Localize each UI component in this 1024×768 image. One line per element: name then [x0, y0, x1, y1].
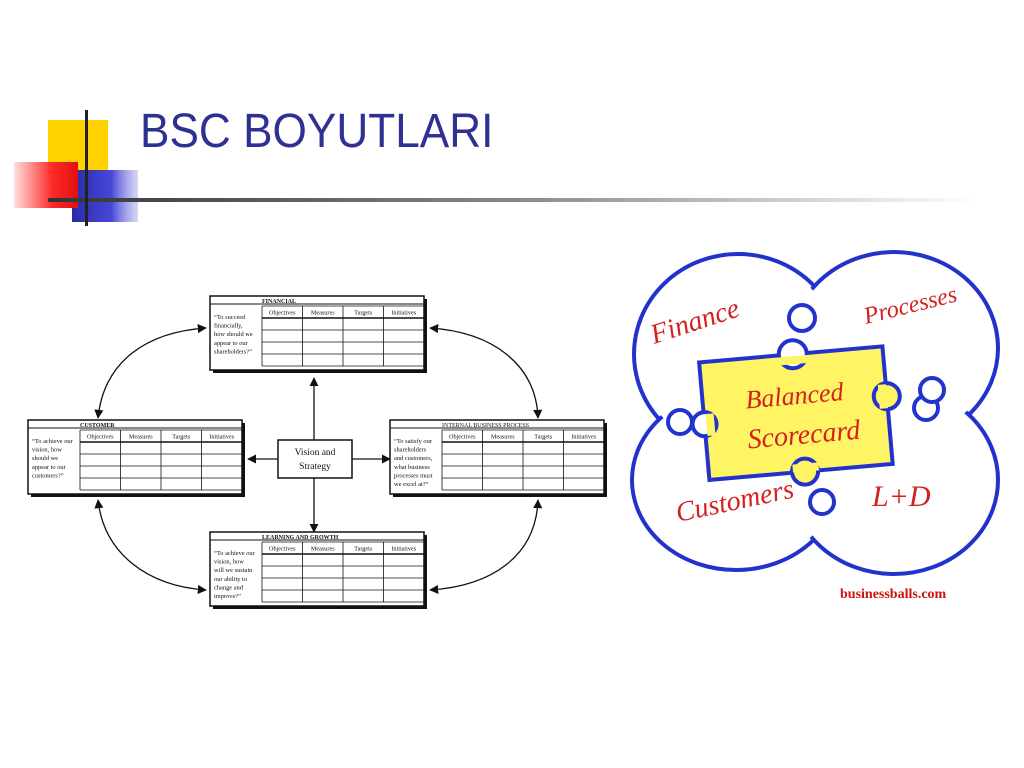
- financial-q: “To succeed financially,how should we appe…: [214, 314, 253, 355]
- customer-header: CUSTOMER: [80, 423, 115, 429]
- financial-question-line: financially,: [214, 323, 243, 330]
- learning-question-line: will we sustain: [214, 567, 253, 574]
- bsc-perspectives-diagram: Vision and Strategy FINANCIAL “To succee…: [27, 295, 607, 609]
- financial-question-line: shareholders?”: [214, 348, 252, 355]
- internal-question-line: shareholders: [394, 447, 427, 454]
- learning-question-line: vision, how: [214, 559, 244, 566]
- column-header-initiatives: Initiatives: [571, 434, 596, 441]
- learning-question-line: improve?”: [214, 593, 241, 600]
- ld-label: L+D: [871, 480, 931, 513]
- arrow-financial-internal: [429, 323, 543, 419]
- internal-question-line: what business: [394, 464, 430, 471]
- financial-question-line: “To succeed: [214, 314, 246, 321]
- column-header-targets: Targets: [534, 434, 553, 441]
- financial-panel: FINANCIAL “To succeed financially,how sho…: [209, 295, 427, 373]
- column-header-objectives: Objectives: [449, 434, 476, 441]
- arrow-learning-internal: [429, 499, 543, 595]
- column-header-measures: Measures: [491, 434, 515, 441]
- internal-question-line: “To satisfy our: [394, 438, 433, 445]
- credit-label: businessballs.com: [840, 587, 947, 602]
- slide-title: BSC BOYUTLARI: [140, 105, 494, 158]
- column-header-initiatives: Initiatives: [391, 310, 416, 317]
- internal-panel: INTERNAL BUSINESS PROCESS “To satisfy ou…: [389, 419, 607, 497]
- column-header-measures: Measures: [311, 546, 335, 553]
- balanced-scorecard-card: Balanced Scorecard: [690, 338, 902, 487]
- balanced-scorecard-puzzle: Balanced Scorecard Finance Processes Cus…: [630, 250, 1000, 602]
- learning-panel: LEARNING AND GROWTH “To achieve our visio…: [209, 531, 427, 609]
- deco-horizontal-rule: [48, 198, 978, 202]
- internal-header: INTERNAL BUSINESS PROCESS: [442, 423, 529, 429]
- learning-header: LEARNING AND GROWTH: [262, 535, 339, 541]
- deco-blue-square: [72, 170, 138, 222]
- customer-grid: Objectives Measures Targets Initiatives: [79, 429, 243, 491]
- internal-question-line: processes must: [394, 472, 433, 479]
- column-header-targets: Targets: [172, 434, 191, 441]
- internal-question-line: and customers,: [394, 455, 433, 462]
- column-header-targets: Targets: [354, 310, 373, 317]
- column-header-initiatives: Initiatives: [209, 434, 234, 441]
- customer-question-line: customers?”: [32, 472, 64, 479]
- vision-line-1: Vision and: [295, 448, 336, 458]
- arrow-customer-learning: [94, 499, 207, 594]
- tab-left: [666, 408, 694, 436]
- customer-panel: CUSTOMER “To achieve our vision, howshoul…: [27, 419, 245, 497]
- title-decoration: [14, 110, 978, 226]
- column-header-measures: Measures: [129, 434, 153, 441]
- financial-grid: Objectives Measures Targets Initiatives: [261, 305, 425, 367]
- internal-question-line: we excel at?”: [394, 481, 429, 488]
- column-header-objectives: Objectives: [87, 434, 114, 441]
- column-header-initiatives: Initiatives: [391, 546, 416, 553]
- vision-strategy-box: [277, 439, 353, 479]
- deco-vertical-rule: [85, 110, 88, 226]
- tab-right: [918, 376, 946, 404]
- customer-question-line: appear to our: [32, 464, 67, 471]
- learning-question-line: change and: [214, 584, 244, 591]
- customer-question-line: should we: [32, 455, 58, 462]
- column-header-targets: Targets: [354, 546, 373, 553]
- internal-grid: Objectives Measures Targets Initiatives: [441, 429, 605, 491]
- vision-line-2: Strategy: [299, 462, 331, 472]
- customer-question-line: “To achieve our: [32, 438, 74, 445]
- learning-question-line: our ability to: [214, 576, 247, 583]
- tab-top: [787, 303, 817, 333]
- column-header-objectives: Objectives: [269, 310, 296, 317]
- column-header-measures: Measures: [311, 310, 335, 317]
- financial-question-line: appear to our: [214, 340, 249, 347]
- column-header-objectives: Objectives: [269, 546, 296, 553]
- learning-grid: Objectives Measures Targets Initiatives: [261, 541, 425, 603]
- customer-question-line: vision, how: [32, 447, 62, 454]
- tab-bottom: [808, 488, 836, 516]
- arrow-customer-financial: [94, 324, 207, 419]
- financial-question-line: how should we: [214, 331, 253, 338]
- financial-header: FINANCIAL: [262, 299, 296, 305]
- learning-question-line: “To achieve our: [214, 550, 256, 557]
